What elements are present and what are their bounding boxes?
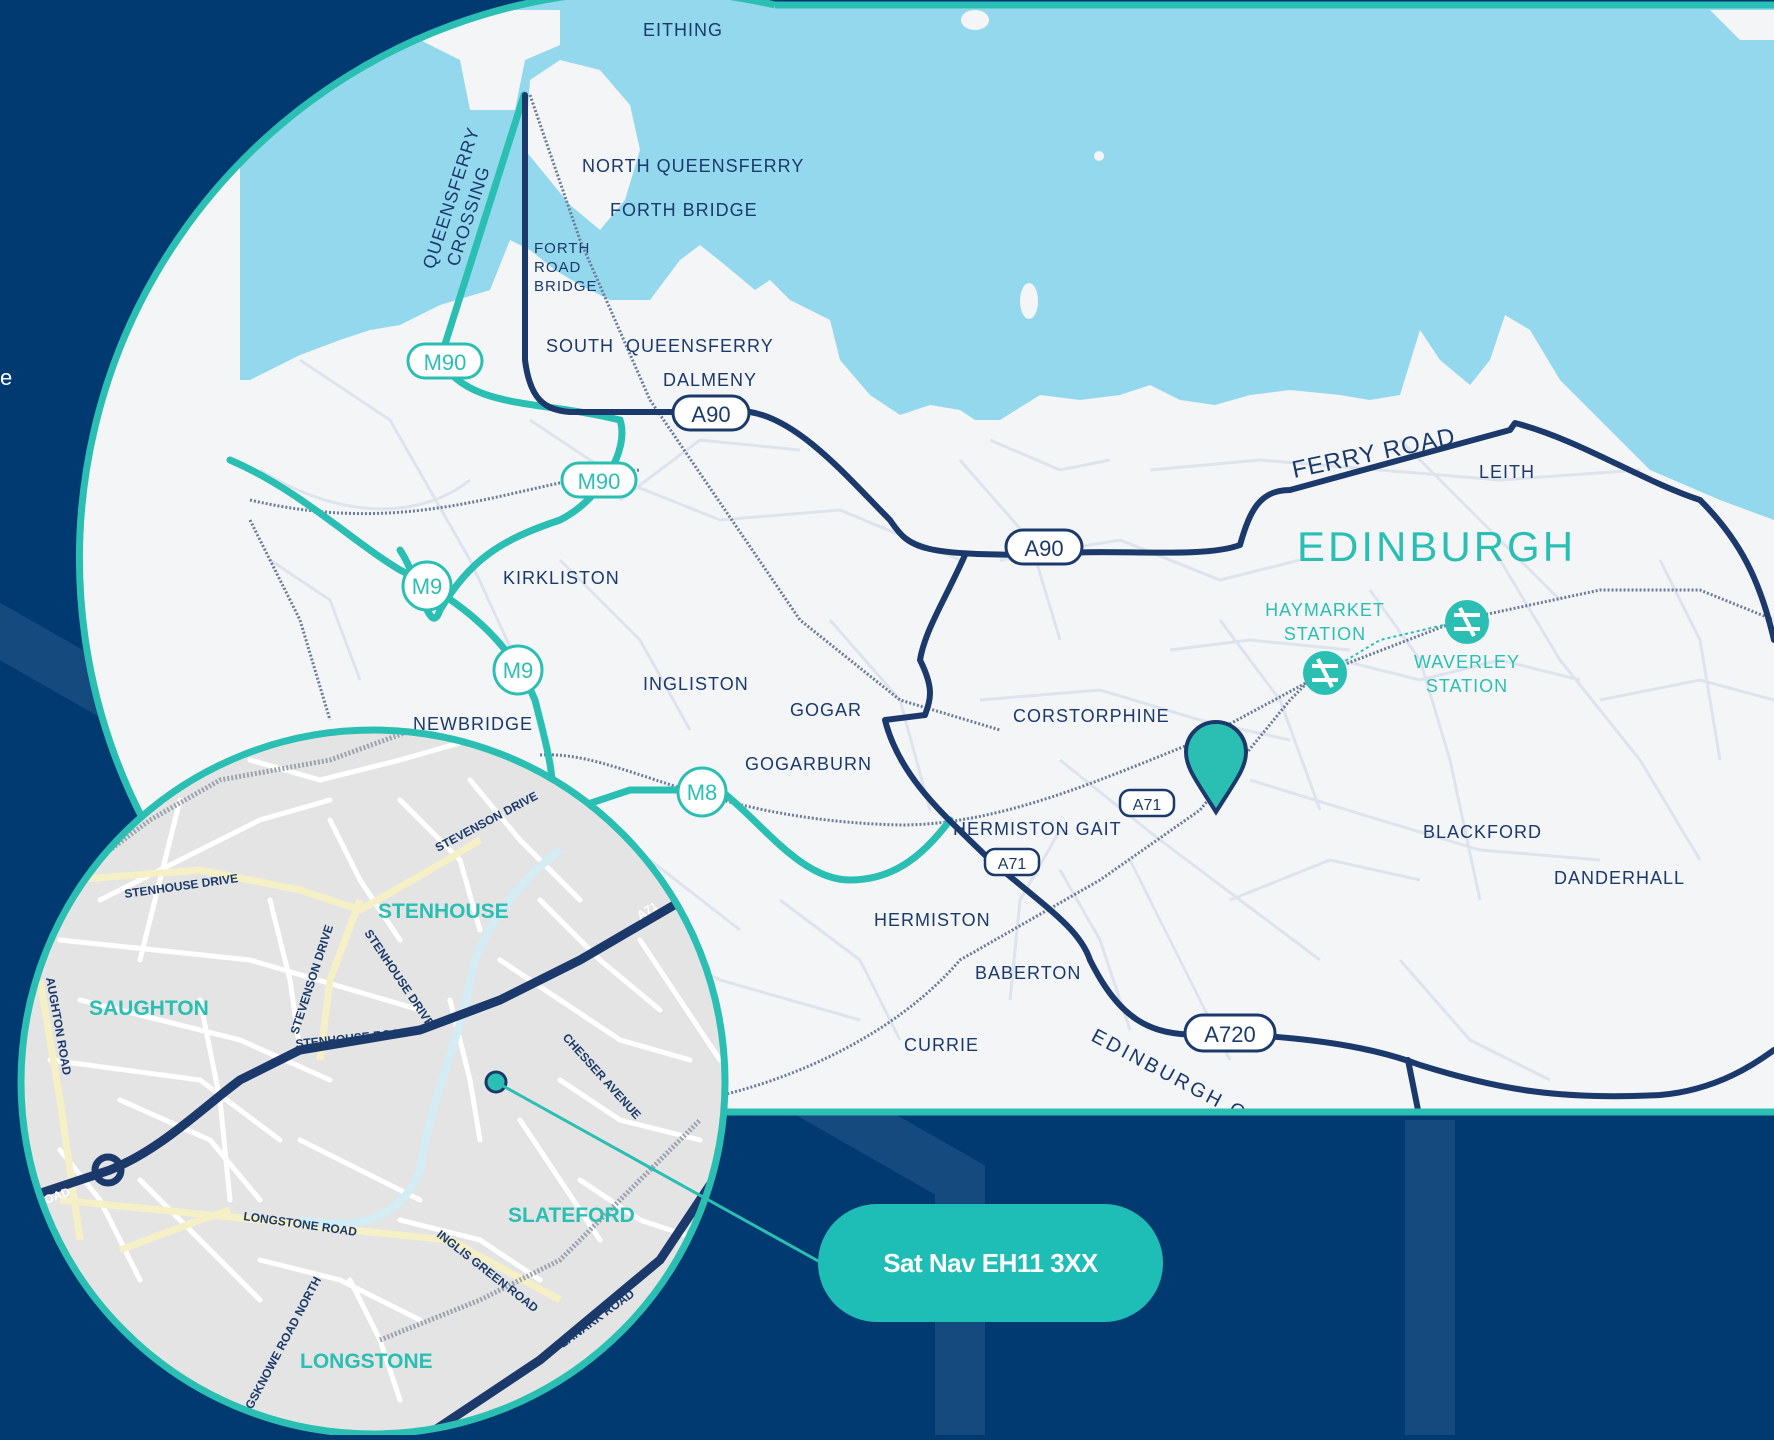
station-label: STATION (1426, 676, 1508, 696)
place-label: BRIDGE (534, 278, 598, 295)
place-label: DALMENY (663, 370, 757, 390)
svg-text:M9: M9 (412, 574, 443, 599)
place-label: NORTH QUEENSFERRY (582, 156, 804, 176)
place-label: FORTH (534, 240, 590, 257)
svg-text:A720: A720 (1204, 1022, 1255, 1047)
place-label: KIRKLISTON (503, 568, 620, 588)
place-label: ROAD (534, 259, 581, 276)
area-label: STENHOUSE (378, 900, 509, 923)
inset-border (17, 726, 729, 1438)
shield-a71-b: A71 (983, 847, 1041, 877)
place-label: HERMISTON GAIT (953, 819, 1122, 839)
place-label: INGLISTON (643, 674, 749, 694)
shield-m9-b: M9 (492, 644, 544, 696)
place-label: FORTH BRIDGE (610, 200, 758, 220)
shield-m9-a: M9 (401, 560, 453, 612)
area-label: SLATEFORD (508, 1204, 635, 1227)
svg-text:A90: A90 (691, 402, 730, 427)
city-label: EDINBURGH (1297, 523, 1576, 570)
place-label: LEITH (1479, 462, 1535, 482)
place-label: GOGAR (790, 700, 862, 720)
sat-nav-postcode-button[interactable]: Sat Nav EH11 3XX (818, 1204, 1163, 1322)
place-label: DANDERHALL (1554, 868, 1685, 888)
rail-station-icon (1303, 651, 1347, 695)
shield-m8: M8 (676, 766, 728, 818)
rail-station-icon (1445, 600, 1489, 644)
inset-map: STENHOUSE SAUGHTON SLATEFORD LONGSTONE S… (17, 726, 729, 1438)
motorways (226, 91, 954, 884)
location-pin-icon (1183, 720, 1249, 816)
station-label: HAYMARKET (1265, 600, 1385, 620)
svg-text:M90: M90 (578, 469, 621, 494)
shield-m90-b: M90 (560, 461, 638, 499)
svg-text:M9: M9 (503, 658, 534, 683)
place-label: BLACKFORD (1423, 822, 1542, 842)
callout-leader-line (495, 1080, 821, 1264)
svg-text:A71: A71 (1133, 797, 1162, 814)
area-label: SAUGHTON (89, 997, 209, 1020)
place-label: CORSTORPHINE (1013, 706, 1170, 726)
main-map: M90 M90 M9 M9 M8 A90 (79, 0, 1774, 1113)
svg-text:M8: M8 (687, 780, 718, 805)
place-label: SOUTH QUEENSFERRY (546, 336, 774, 356)
station-label: WAVERLEY (1414, 652, 1520, 672)
edge-text-fragment: e (0, 365, 12, 390)
place-label: EITHING (643, 20, 723, 40)
shield-a90-b: A90 (1004, 528, 1084, 566)
svg-text:A90: A90 (1024, 536, 1063, 561)
minor-roads (259, 358, 1774, 1082)
svg-text:A71: A71 (998, 856, 1027, 873)
station-label: STATION (1284, 624, 1366, 644)
road-shields: M90 M90 M9 M9 M8 A90 (401, 342, 1277, 1053)
shield-a71-a: A71 (1118, 788, 1176, 818)
place-label: CURRIE (904, 1035, 979, 1055)
shield-a90-a: A90 (671, 394, 751, 432)
railways (248, 94, 1774, 1102)
svg-text:M90: M90 (424, 350, 467, 375)
place-label: HERMISTON (874, 910, 991, 930)
place-label: GOGARBURN (745, 754, 872, 774)
place-label: BABERTON (975, 963, 1081, 983)
shield-a720: A720 (1183, 1013, 1277, 1053)
area-label: LONGSTONE (300, 1350, 433, 1373)
shield-m90-a: M90 (406, 342, 484, 380)
place-label: NEWBRIDGE (413, 714, 533, 734)
